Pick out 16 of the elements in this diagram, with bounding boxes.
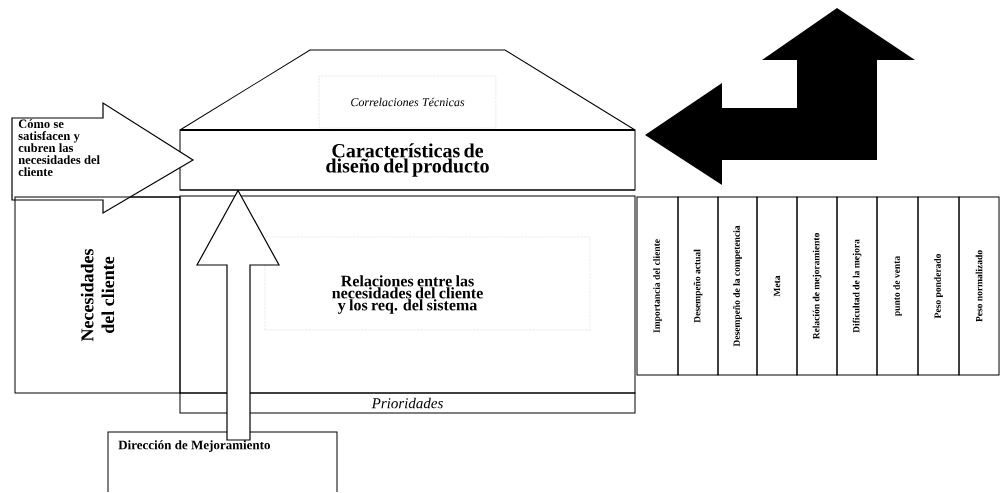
column-header-cell: Desempeño actual: [677, 196, 719, 376]
column-header-cell: Importancia del cliente: [636, 196, 679, 376]
column-header-cell: Meta: [756, 196, 798, 376]
column-header-cell: Desempeño de la competencia: [717, 196, 758, 376]
column-header-cell: Dificultad de la mejora: [836, 196, 878, 376]
design-characteristics-band: Características de diseño del producto: [179, 129, 636, 191]
block-arrow: [196, 189, 281, 441]
column-header-cell: Peso ponderado: [917, 196, 960, 376]
column-header-cell: Relación de mejoramiento: [796, 196, 838, 376]
customer-needs-box: Necesidades del cliente: [14, 196, 181, 394]
column-header-cell: Peso normalizado: [958, 196, 1000, 376]
column-header-cell: punto de venta: [876, 196, 919, 376]
improvement-direction-box: Dirección de Mejoramiento: [107, 431, 338, 493]
roof-band: Correlaciones Técnicas: [179, 49, 636, 131]
priorities-band: Prioridades: [179, 392, 636, 414]
relationship-matrix: Relaciones entre las necesidades del cliente y los req. del sistema: [179, 195, 636, 394]
